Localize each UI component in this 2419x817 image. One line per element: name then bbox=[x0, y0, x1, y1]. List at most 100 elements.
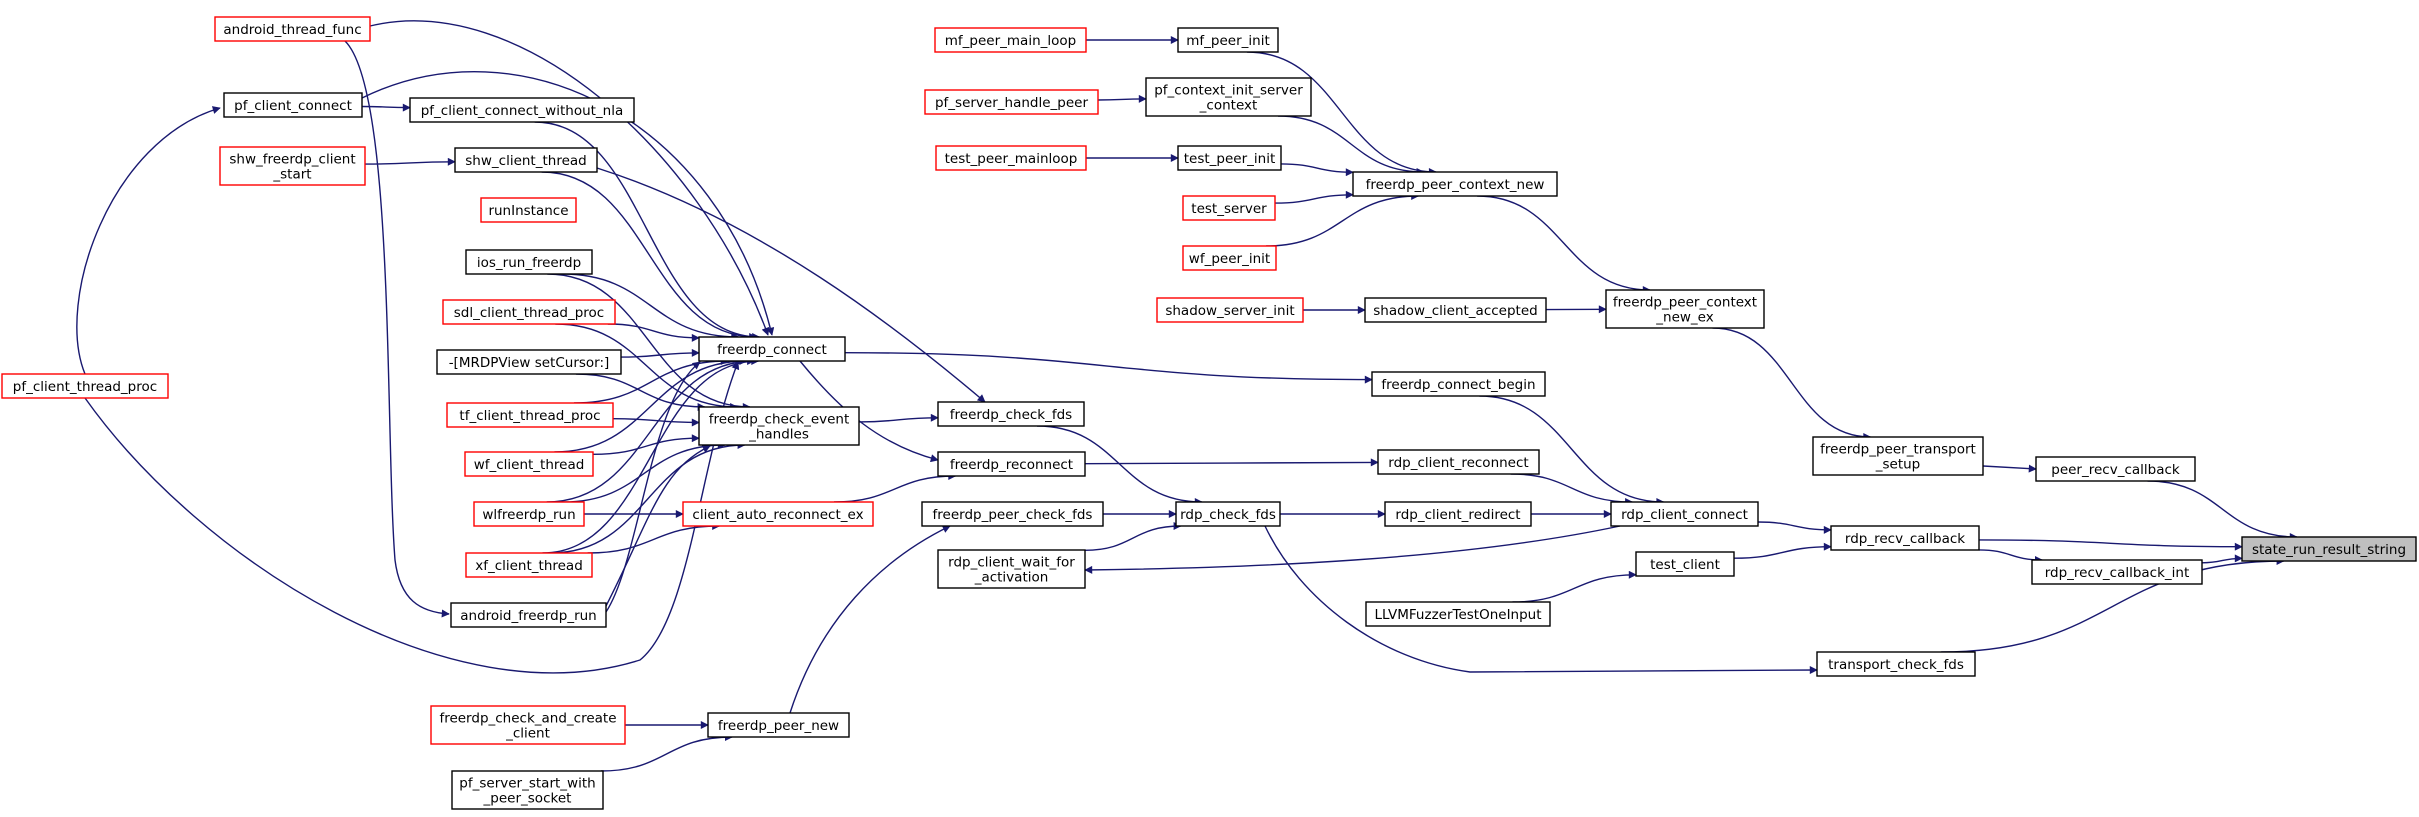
node-mf_peer_init[interactable]: mf_peer_init bbox=[1177, 27, 1279, 53]
node-label-line: freerdp_connect_begin bbox=[1381, 377, 1535, 393]
edge-freerdp_peer_transport_setup-to-peer_recv_callback bbox=[1982, 464, 2037, 473]
edge-mf_peer_init-to-freerdp_peer_context_new bbox=[1246, 51, 1437, 176]
node-pf_context_init_server_context[interactable]: pf_context_init_server_context bbox=[1145, 77, 1312, 117]
edge-LLVMFuzzerTestOneInput-to-test_client bbox=[1512, 570, 1637, 603]
node-shw_client_thread[interactable]: shw_client_thread bbox=[454, 147, 598, 173]
node-test_server[interactable]: test_server bbox=[1182, 195, 1276, 221]
node-freerdp_peer_context_new[interactable]: freerdp_peer_context_new bbox=[1352, 171, 1558, 197]
edge-transport_check_fds-to-state_run_result_string bbox=[1941, 557, 2285, 653]
edge-wf_client_thread-to-freerdp_check_event_handles bbox=[592, 434, 700, 455]
node-label-line: _activation bbox=[974, 570, 1049, 586]
node-label-line: pf_context_init_server bbox=[1154, 83, 1303, 99]
edge-rdp_check_fds-to-transport_check_fds bbox=[1264, 525, 1818, 675]
node-pf_client_connect[interactable]: pf_client_connect bbox=[223, 92, 363, 118]
node-wf_client_thread[interactable]: wf_client_thread bbox=[464, 451, 594, 477]
node-freerdp_reconnect[interactable]: freerdp_reconnect bbox=[937, 451, 1086, 477]
node-pf_server_start_with_peer_socket[interactable]: pf_server_start_with_peer_socket bbox=[451, 770, 604, 810]
edge-wf_peer_init-to-freerdp_peer_context_new bbox=[1266, 192, 1420, 247]
node-rdp_client_connect[interactable]: rdp_client_connect bbox=[1610, 501, 1759, 527]
node-label-line: freerdp_peer_transport bbox=[1820, 442, 1976, 458]
node-label-line: wlfreerdp_run bbox=[482, 507, 575, 523]
node-label-line: freerdp_check_fds bbox=[950, 407, 1072, 423]
node-label-line: transport_check_fds bbox=[1828, 657, 1964, 673]
edge-freerdp_peer_new-to-freerdp_peer_check_fds bbox=[789, 525, 951, 714]
node-pf_client_connect_without_nla[interactable]: pf_client_connect_without_nla bbox=[409, 97, 635, 123]
node-ios_run_freerdp[interactable]: ios_run_freerdp bbox=[465, 249, 593, 275]
node-label-line: _setup bbox=[1875, 457, 1921, 473]
node-MRDPView_setCursor[interactable]: -[MRDPView setCursor:] bbox=[436, 349, 622, 375]
node-label-line: test_peer_mainloop bbox=[945, 151, 1078, 167]
node-rdp_recv_callback[interactable]: rdp_recv_callback bbox=[1830, 525, 1980, 551]
node-test_client[interactable]: test_client bbox=[1635, 551, 1735, 577]
edge-freerdp_peer_context_new-to-freerdp_peer_context_new_ex bbox=[1477, 195, 1651, 294]
node-freerdp_connect_begin[interactable]: freerdp_connect_begin bbox=[1371, 371, 1546, 397]
node-android_thread_func[interactable]: android_thread_func bbox=[214, 16, 371, 42]
node-state_run_result_string: state_run_result_string bbox=[2241, 536, 2417, 562]
edge-freerdp_check_fds-to-rdp_check_fds bbox=[1036, 425, 1203, 506]
node-sdl_client_thread_proc[interactable]: sdl_client_thread_proc bbox=[442, 299, 616, 325]
node-freerdp_peer_check_fds[interactable]: freerdp_peer_check_fds bbox=[921, 501, 1104, 527]
node-freerdp_peer_new[interactable]: freerdp_peer_new bbox=[707, 712, 850, 738]
node-pf_server_handle_peer[interactable]: pf_server_handle_peer bbox=[924, 89, 1099, 115]
edge-shw_client_thread-to-freerdp_check_fds bbox=[596, 167, 986, 403]
node-pf_client_thread_proc[interactable]: pf_client_thread_proc bbox=[1, 373, 169, 399]
node-tf_client_thread_proc[interactable]: tf_client_thread_proc bbox=[446, 402, 614, 428]
edge-rdp_client_connect-to-rdp_recv_callback bbox=[1757, 521, 1832, 534]
node-wlfreerdp_run[interactable]: wlfreerdp_run bbox=[473, 501, 585, 527]
node-runInstance[interactable]: runInstance bbox=[480, 197, 577, 223]
node-android_freerdp_run[interactable]: android_freerdp_run bbox=[450, 602, 607, 628]
node-freerdp_check_event_handles[interactable]: freerdp_check_event_handles bbox=[698, 406, 860, 446]
node-transport_check_fds[interactable]: transport_check_fds bbox=[1816, 651, 1976, 677]
node-freerdp_check_fds[interactable]: freerdp_check_fds bbox=[937, 401, 1085, 427]
node-rdp_client_wait_for_activation[interactable]: rdp_client_wait_for_activation bbox=[937, 549, 1086, 589]
node-label-line: freerdp_peer_context_new bbox=[1366, 177, 1545, 193]
node-label-line: runInstance bbox=[488, 203, 568, 219]
node-label-line: _context bbox=[1199, 98, 1258, 114]
edge-xf_client_thread-to-freerdp_connect bbox=[542, 357, 760, 554]
node-label-line: shadow_server_init bbox=[1165, 303, 1294, 319]
edge-test_server-to-freerdp_peer_context_new bbox=[1274, 190, 1354, 204]
node-peer_recv_callback[interactable]: peer_recv_callback bbox=[2035, 456, 2196, 482]
node-shadow_client_accepted[interactable]: shadow_client_accepted bbox=[1364, 297, 1547, 323]
edge-xf_client_thread-to-client_auto_reconnect_ex bbox=[587, 522, 721, 554]
node-test_peer_init[interactable]: test_peer_init bbox=[1177, 145, 1282, 171]
node-freerdp_connect[interactable]: freerdp_connect bbox=[698, 336, 846, 362]
node-client_auto_reconnect_ex[interactable]: client_auto_reconnect_ex bbox=[682, 501, 874, 527]
node-label-line: freerdp_check_event bbox=[709, 412, 850, 428]
edge-rdp_client_wait_for_activation-to-rdp_check_fds bbox=[1084, 522, 1182, 551]
node-shadow_server_init[interactable]: shadow_server_init bbox=[1156, 297, 1304, 323]
node-test_peer_mainloop[interactable]: test_peer_mainloop bbox=[935, 145, 1087, 171]
node-label-line: _new_ex bbox=[1655, 310, 1713, 326]
node-xf_client_thread[interactable]: xf_client_thread bbox=[465, 552, 593, 578]
edge-wf_client_thread-to-freerdp_connect bbox=[554, 357, 748, 453]
node-label-line: mf_peer_main_loop bbox=[945, 33, 1076, 49]
node-label-line: shadow_client_accepted bbox=[1373, 303, 1537, 319]
node-label-line: rdp_recv_callback bbox=[1845, 531, 1965, 547]
node-label-line: rdp_client_wait_for bbox=[948, 555, 1075, 571]
node-label-line: freerdp_check_and_create bbox=[439, 711, 616, 727]
node-label-line: freerdp_connect bbox=[717, 342, 827, 358]
node-mf_peer_main_loop[interactable]: mf_peer_main_loop bbox=[934, 27, 1087, 53]
edge-pf_client_connect-to-pf_client_connect_without_nla bbox=[361, 103, 411, 112]
node-shw_freerdp_client_start[interactable]: shw_freerdp_client_start bbox=[219, 146, 366, 186]
edge-rdp_recv_callback-to-rdp_recv_callback_int bbox=[1978, 549, 2043, 564]
node-freerdp_peer_transport_setup[interactable]: freerdp_peer_transport_setup bbox=[1812, 436, 1984, 476]
node-label-line: client_auto_reconnect_ex bbox=[692, 507, 863, 523]
node-rdp_client_reconnect[interactable]: rdp_client_reconnect bbox=[1377, 449, 1540, 475]
node-LLVMFuzzerTestOneInput[interactable]: LLVMFuzzerTestOneInput bbox=[1365, 601, 1551, 627]
node-wf_peer_init[interactable]: wf_peer_init bbox=[1182, 245, 1277, 271]
edge-wlfreerdp_run-to-freerdp_connect bbox=[546, 357, 756, 503]
node-rdp_client_redirect[interactable]: rdp_client_redirect bbox=[1384, 501, 1532, 527]
node-freerdp_check_and_create_client[interactable]: freerdp_check_and_create_client bbox=[430, 705, 626, 745]
node-rdp_recv_callback_int[interactable]: rdp_recv_callback_int bbox=[2031, 559, 2203, 585]
node-label-line: tf_client_thread_proc bbox=[459, 408, 600, 424]
node-rdp_check_fds[interactable]: rdp_check_fds bbox=[1175, 501, 1281, 527]
node-label-line: test_server bbox=[1191, 201, 1267, 217]
edge-test_client-to-rdp_recv_callback bbox=[1733, 542, 1832, 559]
nodes-layer: state_run_result_string peer_recv_callbac… bbox=[1, 16, 2417, 810]
edge-freerdp_connect_begin-to-rdp_client_connect bbox=[1479, 395, 1665, 506]
node-freerdp_peer_context_new_ex[interactable]: freerdp_peer_context_new_ex bbox=[1605, 289, 1765, 329]
node-label-line: android_thread_func bbox=[223, 22, 361, 38]
edge-tf_client_thread_proc-to-freerdp_connect bbox=[573, 357, 729, 404]
